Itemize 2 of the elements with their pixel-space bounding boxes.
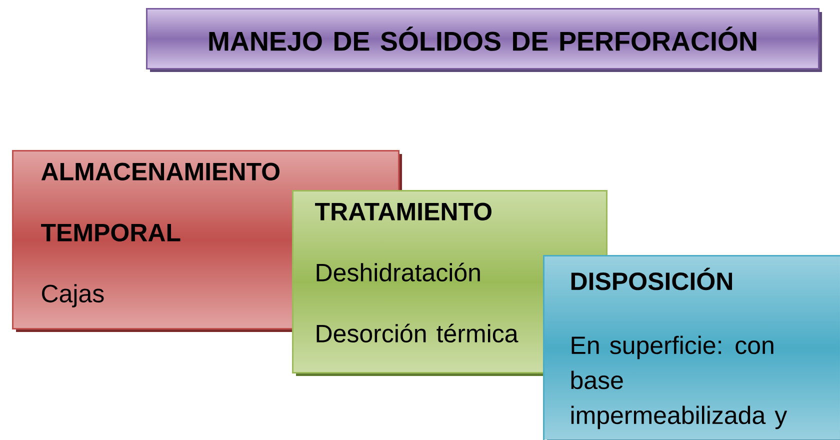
title-banner: MANEJO DE SÓLIDOS DE PERFORACIÓN: [146, 8, 822, 72]
stage-box: DISPOSICIÓN En superficie: con base impermeabilizada y: [543, 255, 840, 440]
